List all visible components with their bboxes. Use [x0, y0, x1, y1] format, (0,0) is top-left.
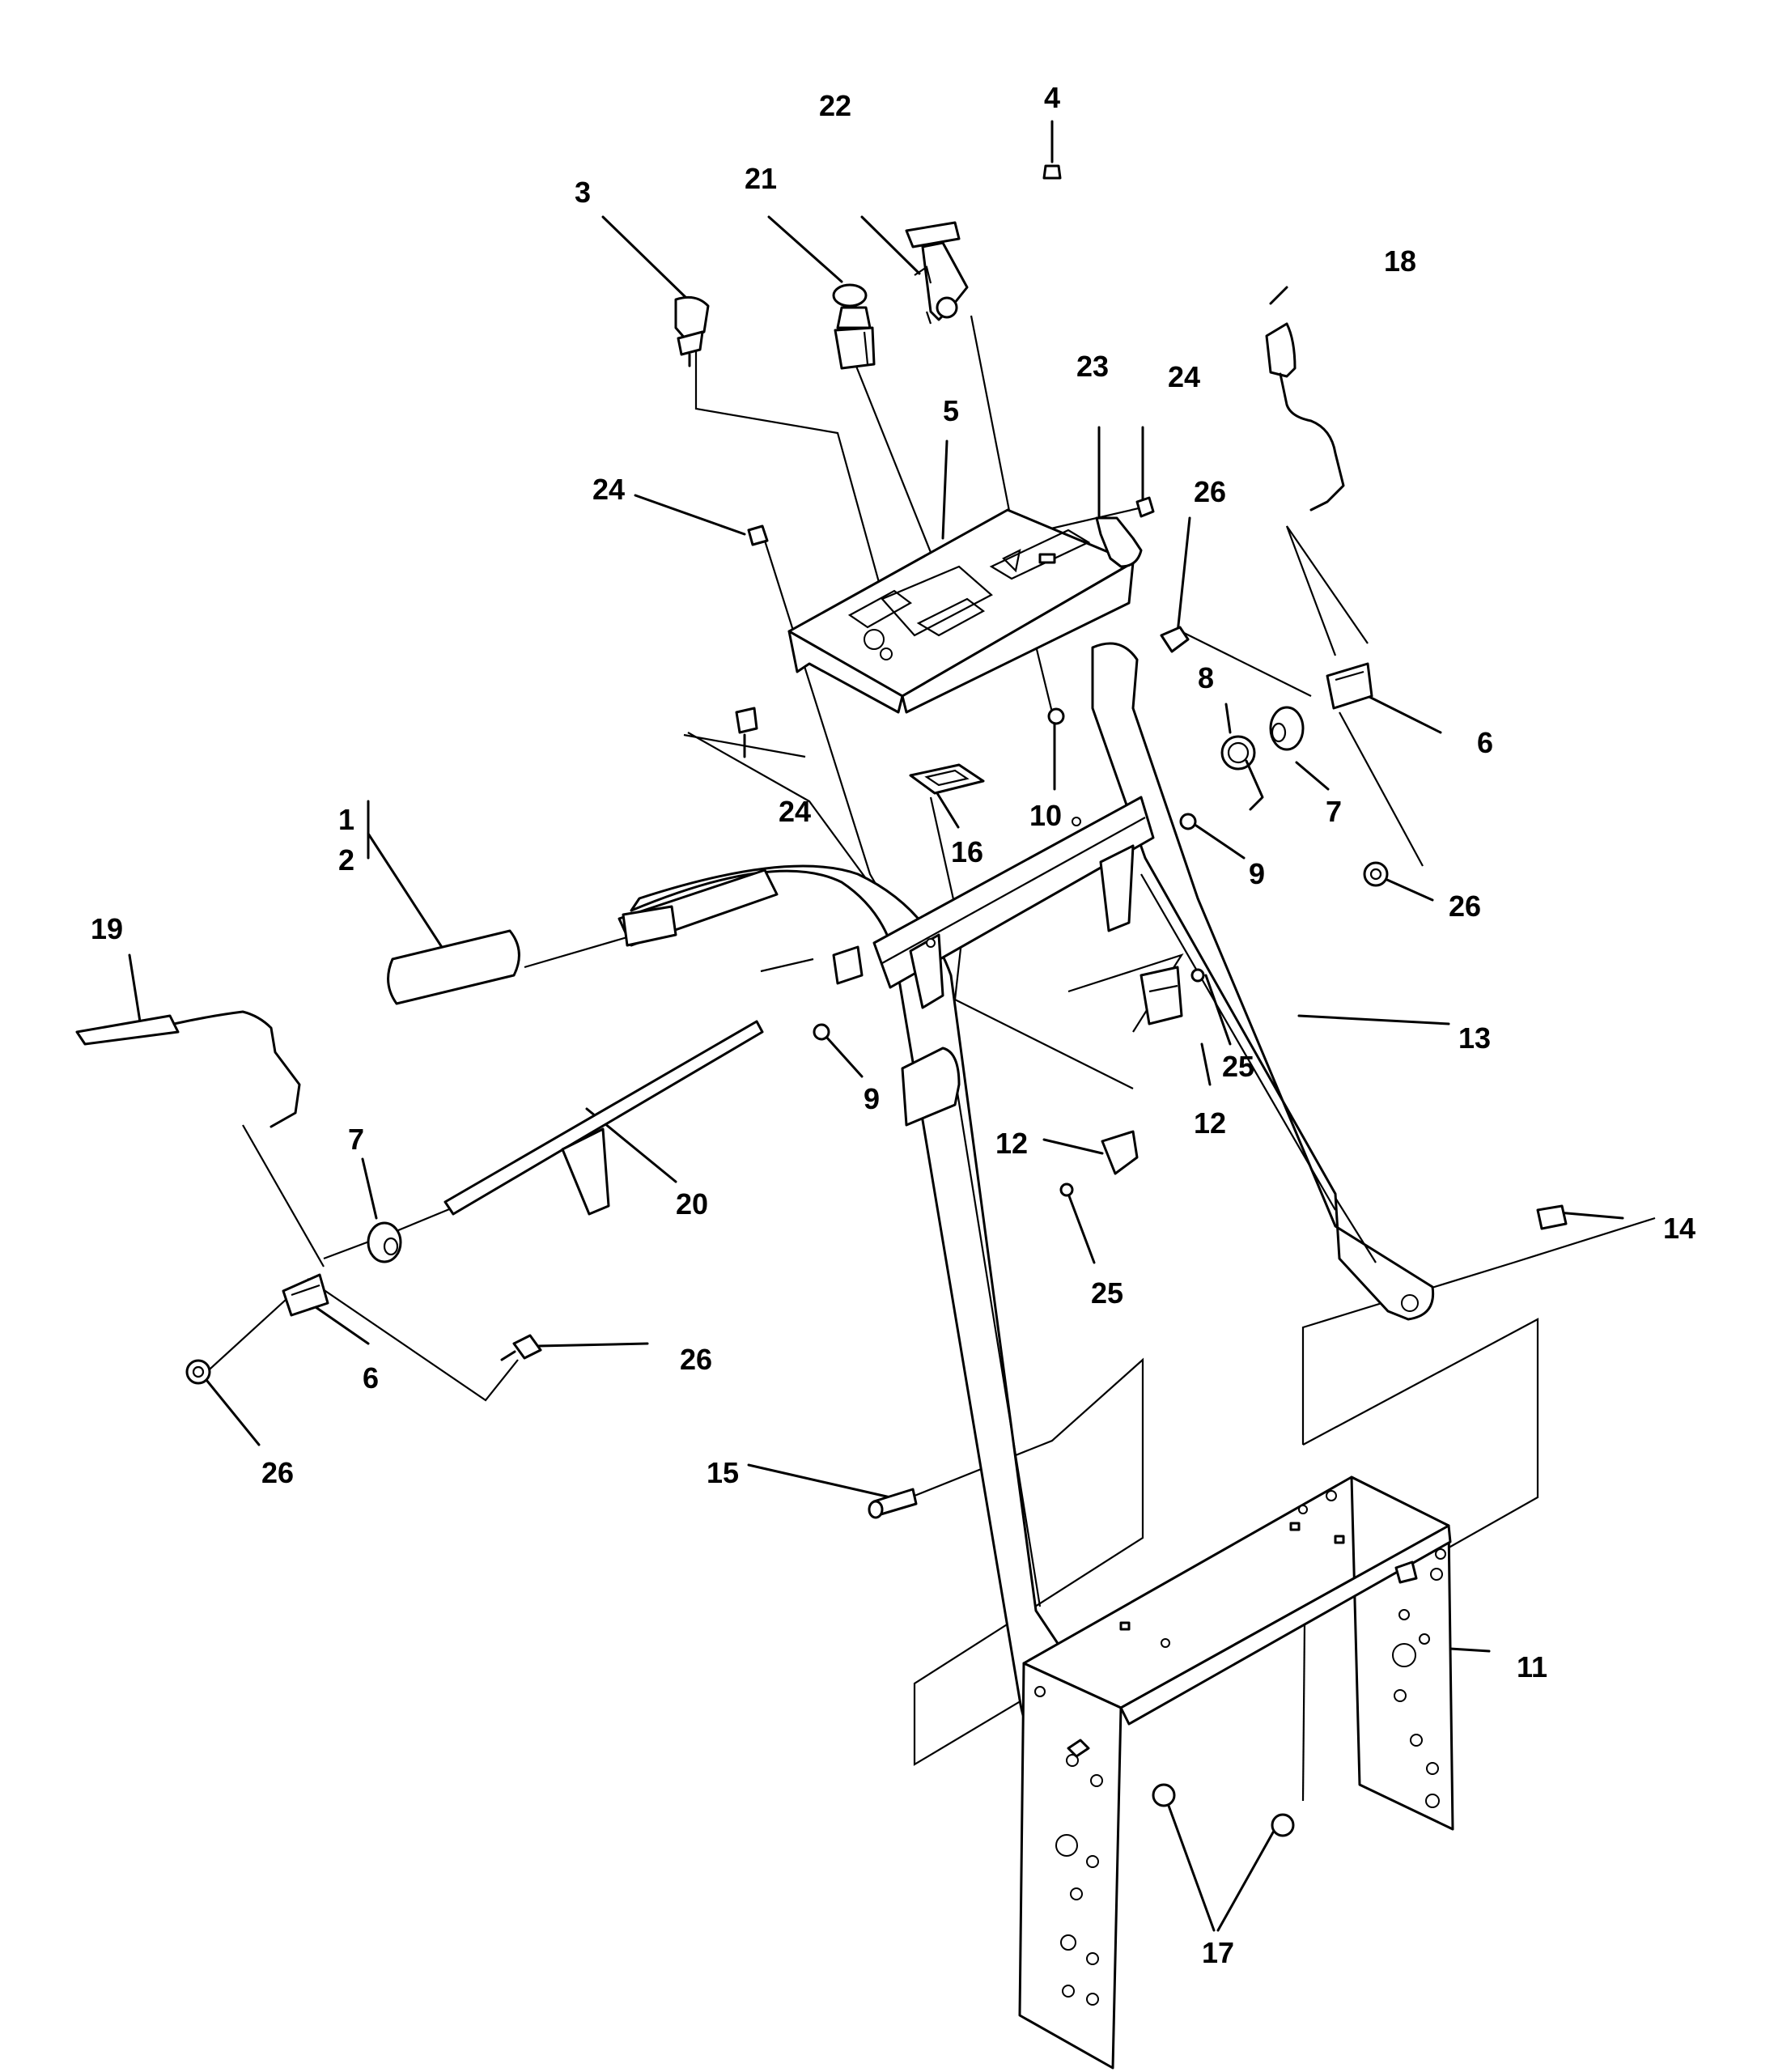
control-panel-housing: [787, 508, 1135, 714]
rod-20: [444, 1020, 764, 1216]
label-9-left: 9: [864, 1082, 880, 1115]
label-25-lower: 25: [1091, 1276, 1123, 1310]
label-17: 17: [1202, 1936, 1234, 1969]
label-10: 10: [1029, 799, 1062, 832]
label-21: 21: [745, 162, 777, 195]
label-9-right: 9: [1249, 857, 1265, 890]
label-8: 8: [1198, 661, 1214, 694]
part-labels: 1 2 3 4 5 6 6 7 7 8 9 9 10 11 12 12 13 1…: [91, 81, 1695, 1969]
label-16: 16: [951, 835, 983, 868]
label-26-right: 26: [1449, 890, 1481, 923]
lever-18: [1265, 322, 1345, 512]
label-3: 3: [575, 176, 591, 209]
label-15: 15: [707, 1456, 739, 1489]
label-7-right: 7: [1326, 795, 1342, 828]
label-14: 14: [1663, 1212, 1695, 1245]
label-1: 1: [338, 803, 354, 836]
label-24-top: 24: [1168, 360, 1200, 393]
small-parts: [185, 164, 1568, 1837]
label-12-lower: 12: [995, 1127, 1028, 1160]
label-26-bottom-left: 26: [261, 1456, 294, 1489]
label-18: 18: [1384, 244, 1416, 278]
label-23: 23: [1076, 350, 1109, 383]
label-6-left: 6: [363, 1361, 379, 1395]
label-26-mid: 26: [680, 1343, 712, 1376]
label-5: 5: [943, 394, 959, 427]
label-20: 20: [676, 1187, 708, 1221]
label-6-right: 6: [1477, 726, 1493, 759]
label-4: 4: [1044, 81, 1060, 114]
label-7-left: 7: [348, 1123, 364, 1156]
frame-bracket-11: [1018, 1475, 1454, 2070]
handle-grip: [387, 905, 677, 1005]
label-22: 22: [819, 89, 851, 122]
label-19: 19: [91, 912, 123, 945]
label-26-top: 26: [1194, 475, 1226, 508]
label-12-right: 12: [1194, 1106, 1226, 1140]
label-25-right: 25: [1222, 1050, 1254, 1083]
label-24-left: 24: [592, 473, 625, 506]
lever-19: [75, 1010, 301, 1128]
label-24-lower: 24: [779, 795, 811, 828]
label-11: 11: [1517, 1650, 1547, 1684]
label-2: 2: [338, 843, 354, 877]
label-13: 13: [1458, 1021, 1491, 1055]
